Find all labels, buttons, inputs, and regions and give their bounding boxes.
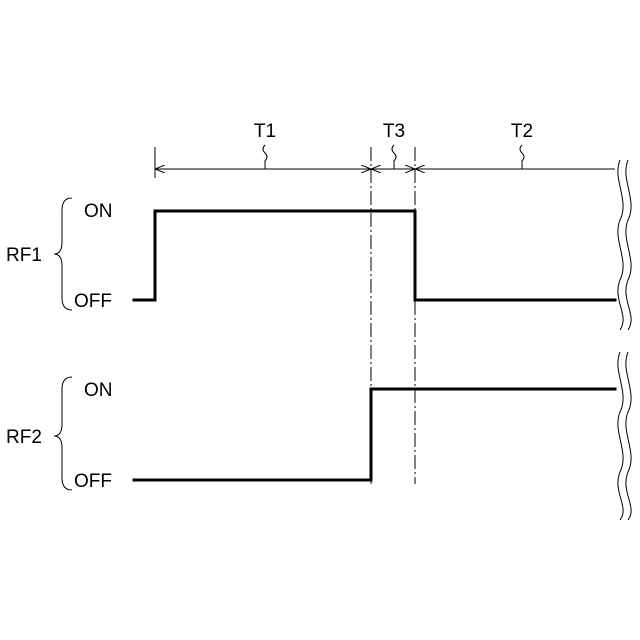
break-mark-rf2-b <box>626 352 631 520</box>
interval-label-t2: T2 <box>511 121 533 142</box>
rf2-on-label: ON <box>84 380 113 401</box>
signal-rf1: RF1 ON OFF <box>6 198 615 312</box>
leader-t2 <box>520 145 524 169</box>
interval-label-t1: T1 <box>254 121 276 142</box>
signal-rf2: RF2 ON OFF <box>6 377 615 492</box>
break-mark-rf1-b <box>626 160 631 330</box>
interval-label-t3: T3 <box>383 121 405 142</box>
signal-name-rf1: RF1 <box>6 245 42 266</box>
leader-t1 <box>263 145 267 169</box>
break-mark-rf1 <box>618 160 623 330</box>
rf1-waveform <box>134 211 615 300</box>
signal-name-rf2: RF2 <box>6 427 42 448</box>
rf2-waveform <box>134 389 615 480</box>
brace-rf2 <box>54 377 72 490</box>
break-mark-rf2 <box>618 352 623 520</box>
rf2-off-label: OFF <box>74 471 112 492</box>
brace-rf1 <box>54 198 72 310</box>
leader-t3 <box>392 145 396 169</box>
rf1-on-label: ON <box>84 201 113 222</box>
rf1-off-label: OFF <box>74 291 112 312</box>
